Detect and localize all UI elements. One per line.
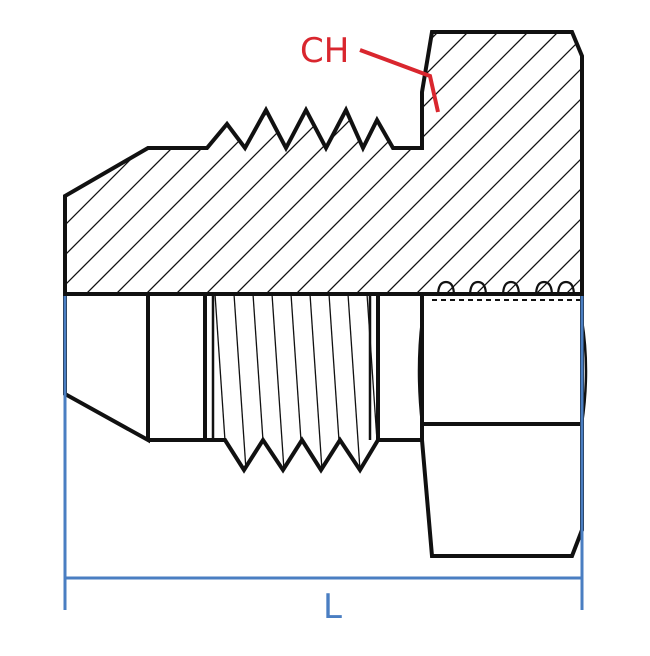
hatch-line xyxy=(389,32,582,294)
hatch-line xyxy=(0,20,60,320)
thread-line xyxy=(177,294,189,470)
thread-line xyxy=(120,294,132,470)
hatch-line xyxy=(179,32,481,294)
hatch-line xyxy=(0,20,30,320)
hatch-line xyxy=(209,32,511,294)
thread-line xyxy=(347,294,361,470)
length-label: L xyxy=(323,587,342,627)
body-section-outline xyxy=(63,30,584,296)
thread-line xyxy=(271,294,285,470)
thread-line xyxy=(309,294,323,470)
thread-line xyxy=(386,294,398,470)
ch-callout: CH xyxy=(300,31,440,113)
hatch-line xyxy=(479,32,582,294)
hex-bore-marks xyxy=(432,280,580,301)
hatch-line xyxy=(600,20,650,320)
hatch-line xyxy=(329,32,582,294)
thread-line xyxy=(158,294,170,470)
hatch-line xyxy=(65,32,91,294)
ch-label: CH xyxy=(300,31,349,71)
thread-lines xyxy=(120,294,417,470)
ch-leader-line xyxy=(359,48,440,113)
hatch-line xyxy=(65,32,121,294)
thread-line xyxy=(328,294,342,470)
hatch-line xyxy=(449,32,582,294)
hatch-line xyxy=(269,32,571,294)
hatch-line xyxy=(509,32,582,294)
hatch-line xyxy=(630,20,650,320)
thread-line xyxy=(290,294,304,470)
hatch-line xyxy=(359,32,582,294)
hatch-line xyxy=(239,32,541,294)
length-dimension xyxy=(63,296,584,610)
thread-minor-lines xyxy=(211,294,372,440)
thread-line xyxy=(405,294,417,470)
body-external-view xyxy=(63,292,588,558)
hatch-line xyxy=(65,32,181,294)
hatch-line xyxy=(419,32,582,294)
thread-line xyxy=(233,294,247,470)
hatch-line xyxy=(299,32,582,294)
hatch-line xyxy=(539,32,582,294)
